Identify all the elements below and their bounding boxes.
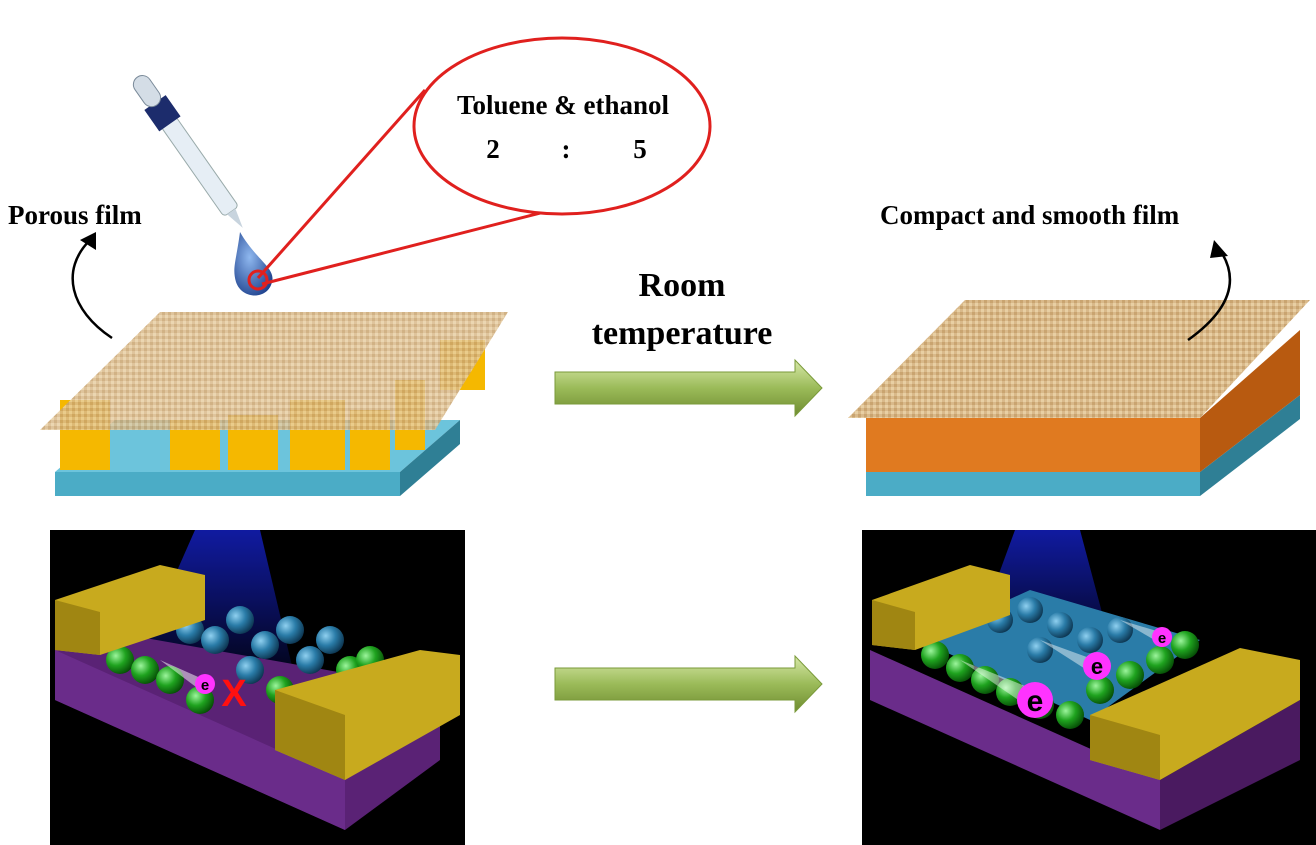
- substrate-front-right: [866, 472, 1200, 496]
- electron-label: e: [1091, 654, 1103, 679]
- condition-line1: Room: [639, 267, 726, 304]
- porous-film-surface: [40, 312, 508, 430]
- compact-device-illustration: e e e: [862, 530, 1316, 845]
- compact-film-label: Compact and smooth film: [880, 200, 1180, 230]
- compact-layer-front: [866, 418, 1200, 472]
- compact-film-surface: [848, 300, 1310, 418]
- substrate-side-right: [1200, 395, 1300, 496]
- ratio-right: 5: [633, 134, 647, 164]
- transport-cone: [160, 660, 205, 690]
- electron-icon: [1083, 652, 1111, 680]
- electron-label: e: [1158, 630, 1166, 647]
- electron-label: e: [201, 677, 209, 694]
- curved-arrow-compact: [1187, 249, 1232, 342]
- porous-film-device: Porous film: [8, 200, 508, 496]
- substrate-side: [400, 420, 460, 496]
- curved-arrow-porous: [71, 239, 113, 340]
- blocked-mark: X: [221, 673, 247, 715]
- electron-icon: [1017, 682, 1053, 718]
- solvent-name: Toluene & ethanol: [457, 90, 670, 120]
- solvent-callout: Toluene & ethanol 2 : 5: [247, 36, 712, 291]
- solvent-droplet-icon: [234, 232, 273, 296]
- condition-line2: temperature: [592, 315, 773, 352]
- electron-icon: [195, 674, 215, 694]
- arrowhead-porous: [80, 232, 96, 250]
- porous-film-label: Porous film: [8, 200, 142, 230]
- ratio-separator: :: [562, 134, 571, 164]
- arrowhead-compact: [1210, 240, 1228, 258]
- ratio-left: 2: [486, 134, 500, 164]
- dropper-icon: [132, 75, 243, 228]
- process-arrow-top: [554, 358, 823, 418]
- porous-device-illustration: e X: [50, 530, 465, 845]
- compact-film-device: Compact and smooth film: [848, 200, 1310, 496]
- electron-icon: [1152, 627, 1172, 647]
- electron-label: e: [1027, 685, 1044, 718]
- substrate-front: [55, 472, 400, 496]
- compact-layer-side: [1200, 330, 1300, 472]
- process-arrow-bottom: [554, 654, 823, 714]
